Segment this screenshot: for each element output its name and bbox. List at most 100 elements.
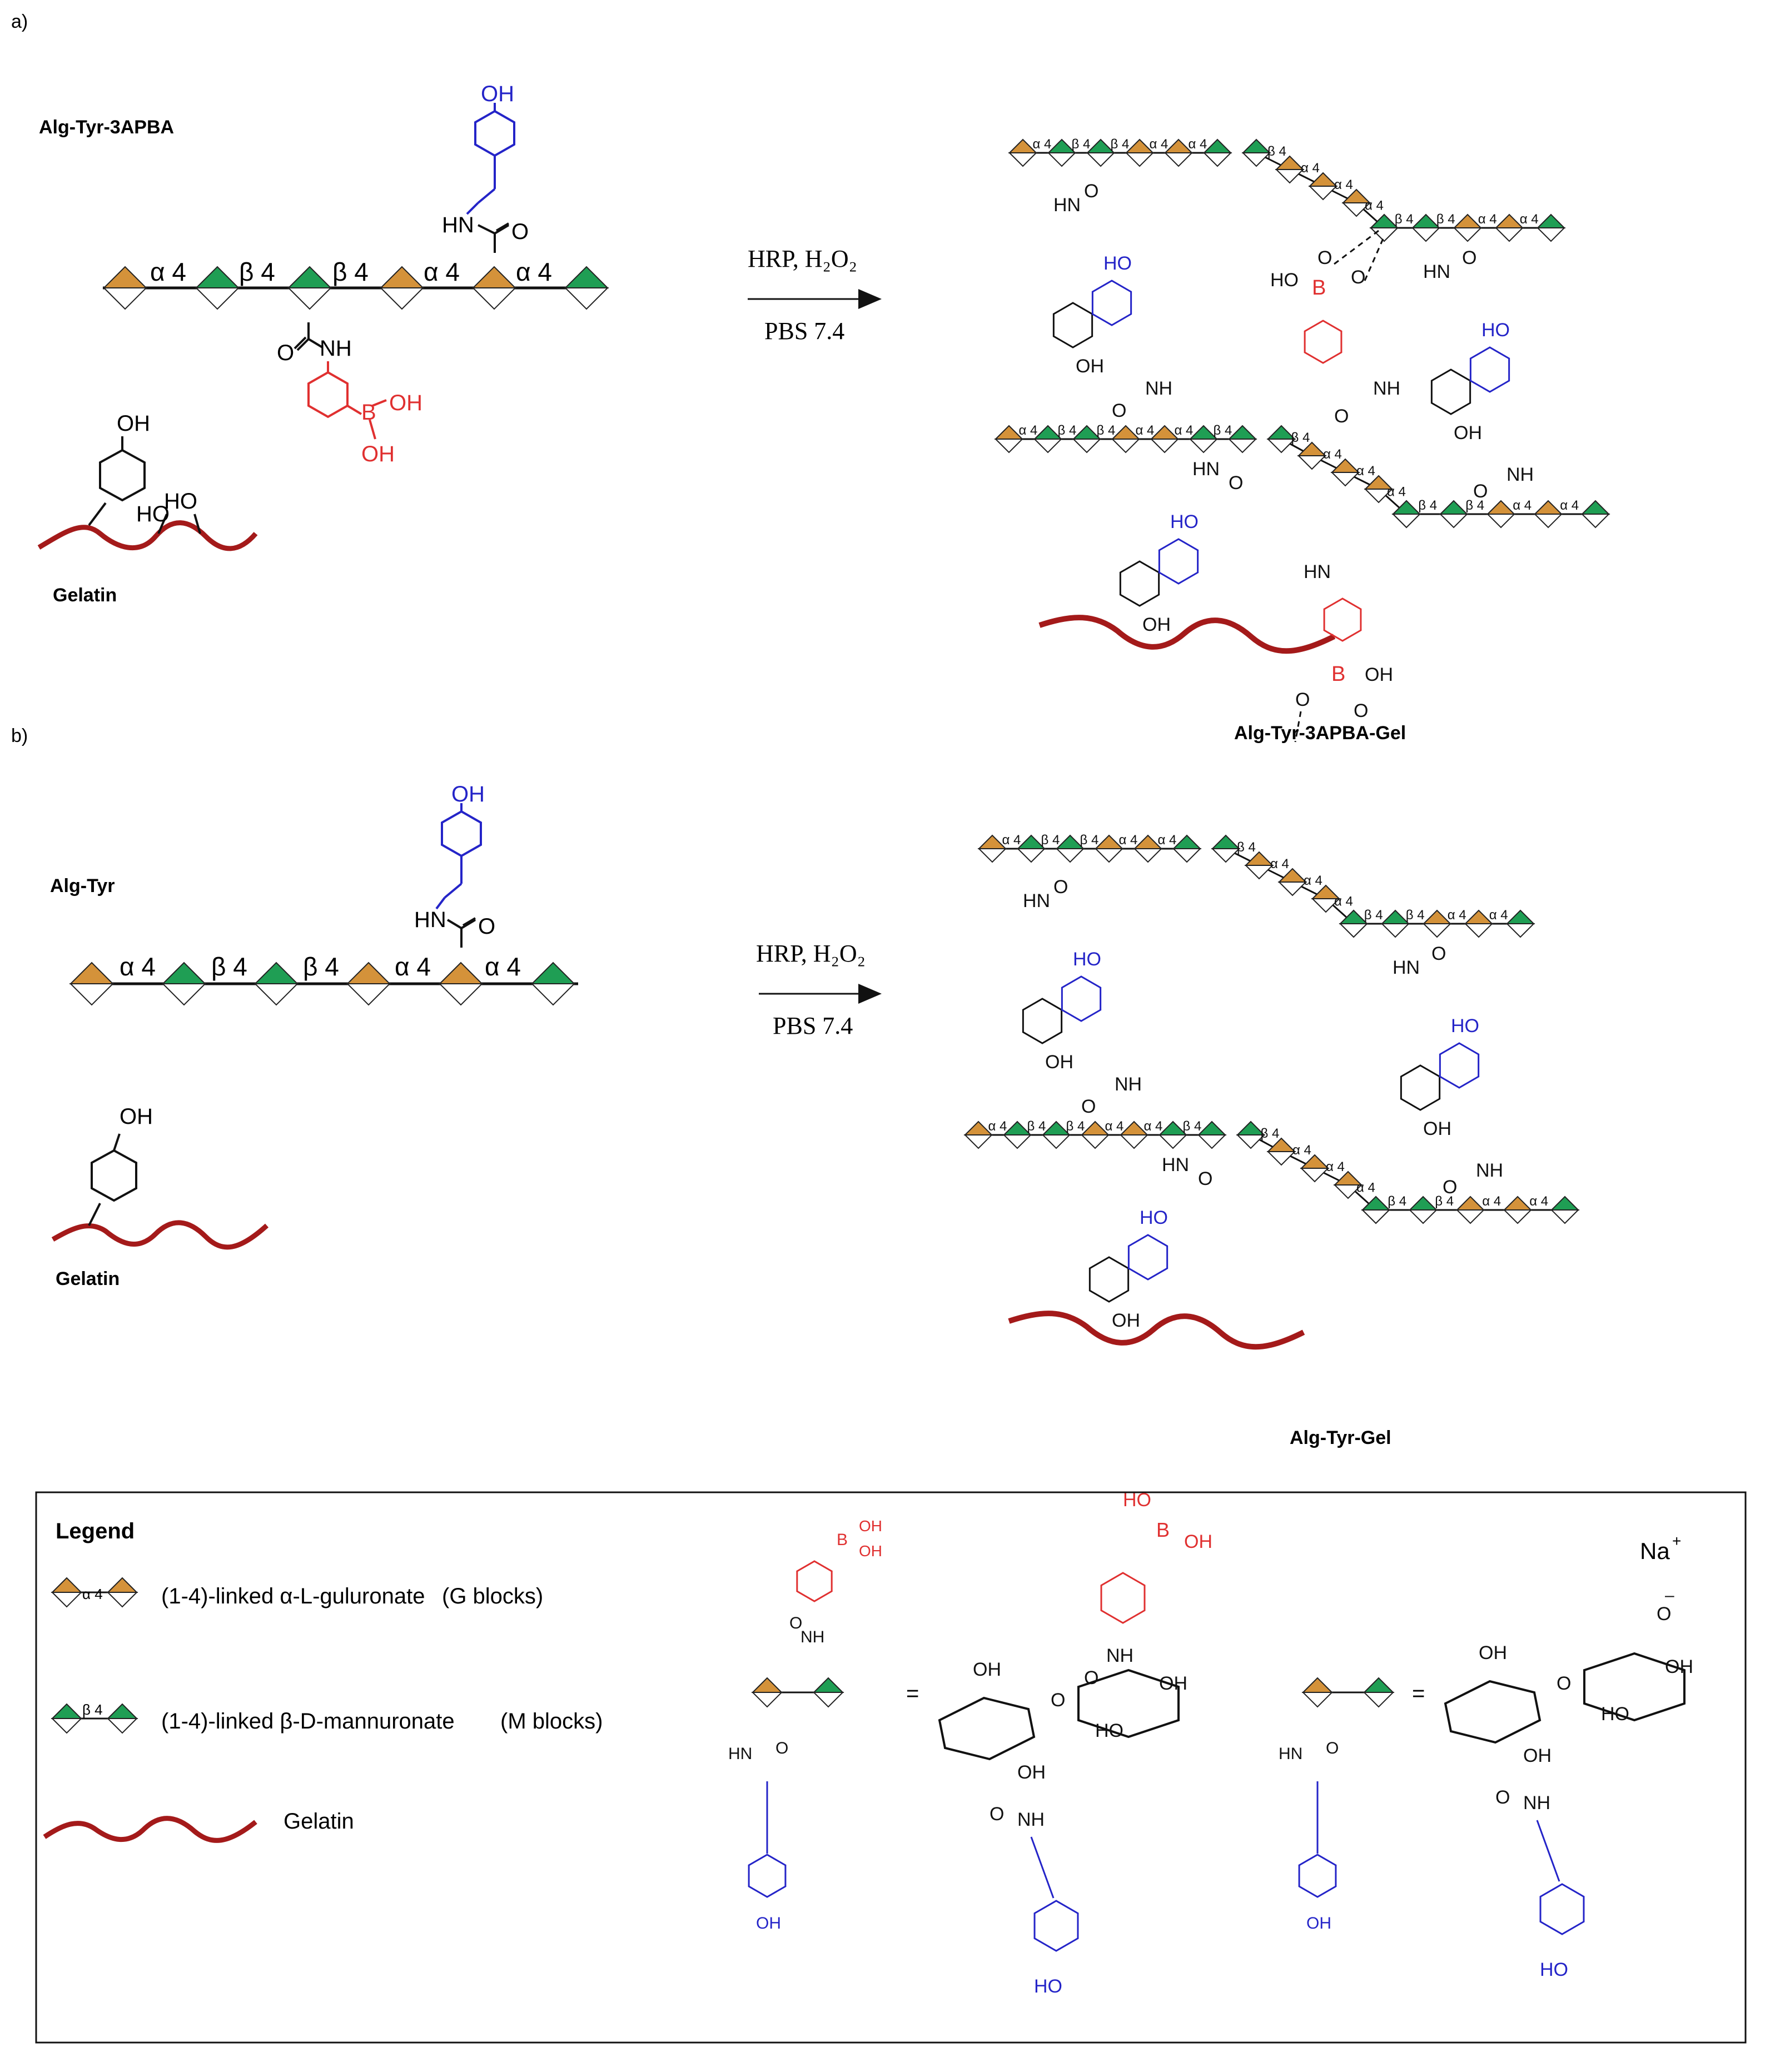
gelatin-phenol-oh: OH bbox=[120, 1104, 153, 1129]
gelatin-diol-ho: HO bbox=[164, 489, 197, 514]
mannuronate-unit bbox=[1002, 1120, 1032, 1149]
guluronate-unit bbox=[1275, 155, 1305, 184]
carbonyl-oxygen: O bbox=[1084, 181, 1098, 202]
carbonyl-oxygen: O bbox=[990, 1804, 1004, 1825]
boron-atom: B bbox=[1312, 276, 1326, 300]
alg-tyr-3apba-label: Alg-Tyr-3APBA bbox=[39, 117, 174, 138]
guluronate-unit bbox=[1008, 138, 1038, 167]
carbonyl-oxygen: O bbox=[1326, 1739, 1339, 1757]
reactant-chain-b: α 4 β 4 β 4 α 4 α 4 bbox=[69, 952, 578, 1006]
guluronate-unit bbox=[1311, 884, 1341, 913]
boronate-oxygen: O bbox=[1317, 247, 1332, 268]
linkage-label: β 4 bbox=[1097, 423, 1116, 438]
phenol-ring bbox=[1127, 1234, 1169, 1281]
mannuronate-unit bbox=[1363, 1677, 1395, 1708]
mannuronate-unit bbox=[1536, 213, 1566, 242]
reactant-chain-a: α 4 β 4 β 4 α 4 α 4 bbox=[102, 257, 609, 310]
linkage-label: β 4 bbox=[1267, 144, 1286, 159]
phenylboronate-ring bbox=[796, 1560, 833, 1602]
linkage-label: α 4 bbox=[1105, 1119, 1124, 1134]
gelatin-strand bbox=[1038, 615, 1336, 654]
mannuronate-unit bbox=[564, 266, 609, 310]
amide-nh: NH bbox=[1115, 1074, 1142, 1095]
glycosidic-oxygen: O bbox=[1051, 1690, 1065, 1711]
phenol-ring bbox=[1158, 538, 1199, 585]
phenol-oh: OH bbox=[1306, 1914, 1331, 1932]
boronate-oxygen: O bbox=[1295, 689, 1310, 710]
chain-b-units bbox=[69, 962, 576, 1006]
gelatin-phenol-a bbox=[88, 436, 201, 534]
guluronate-unit bbox=[1301, 1677, 1334, 1708]
gelatin-label-b: Gelatin bbox=[56, 1268, 120, 1289]
amide-nh: NH bbox=[1476, 1160, 1503, 1181]
carboxylate-charge: – bbox=[1665, 1586, 1674, 1605]
mannuronate-unit bbox=[1361, 1196, 1391, 1224]
boronate-oh: OH bbox=[1365, 664, 1393, 685]
phenol-ring bbox=[1061, 975, 1102, 1022]
phenol-oh: OH bbox=[756, 1914, 781, 1932]
phenol-oh: HO bbox=[1540, 1959, 1568, 1980]
boron-atom: B bbox=[837, 1531, 848, 1549]
legend-m-block-text: (1-4)-linked β-D-mannuronate bbox=[161, 1709, 455, 1734]
amide-nh: HN bbox=[728, 1745, 752, 1763]
linkage-label: β 4 bbox=[1066, 1119, 1085, 1134]
guluronate-unit bbox=[1164, 138, 1194, 167]
carbonyl-oxygen: O bbox=[511, 220, 529, 244]
linkage-label: β 4 bbox=[211, 952, 247, 981]
linkage-label: β 4 bbox=[1418, 498, 1437, 513]
phenol-oh: OH bbox=[1423, 1118, 1451, 1139]
linkage-label: β 4 bbox=[1436, 212, 1455, 227]
pyranose-ring bbox=[938, 1696, 1036, 1761]
product-label-b: Alg-Tyr-Gel bbox=[1290, 1427, 1391, 1448]
linkage-label: β 4 bbox=[1261, 1126, 1280, 1141]
amide-nh: NH bbox=[1145, 378, 1172, 399]
product-label-a: Alg-Tyr-3APBA-Gel bbox=[1234, 723, 1406, 744]
linkage-label: α 4 bbox=[1448, 908, 1466, 923]
mannuronate-unit bbox=[106, 1703, 138, 1734]
linkage-label: α 4 bbox=[1019, 423, 1038, 438]
guluronate-unit bbox=[963, 1120, 993, 1149]
guluronate-unit bbox=[1453, 213, 1483, 242]
phenol-ring bbox=[1088, 1256, 1130, 1303]
linkage-label: α 4 bbox=[1489, 908, 1508, 923]
carbonyl-oxygen: O bbox=[789, 1614, 802, 1632]
mannuronate-unit bbox=[1550, 1196, 1580, 1224]
gelatin-strand-b bbox=[51, 1220, 269, 1250]
boronic-oh: OH bbox=[859, 1542, 882, 1560]
guluronate-unit bbox=[106, 1577, 138, 1608]
boronic-oh: OH bbox=[859, 1517, 882, 1535]
linkage-label: α 4 bbox=[1158, 833, 1177, 848]
guluronate-unit bbox=[1150, 425, 1180, 454]
chain-a-units bbox=[102, 266, 609, 310]
mannuronate-unit bbox=[1241, 138, 1271, 167]
phenol-ring bbox=[1400, 1064, 1441, 1111]
linkage-label: α 4 bbox=[120, 952, 156, 981]
boron-atom: B bbox=[1331, 663, 1345, 686]
linkage-label: α 4 bbox=[988, 1119, 1007, 1134]
linkage-label: α 4 bbox=[395, 952, 431, 981]
guluronate-unit bbox=[1486, 500, 1516, 529]
guluronate-unit bbox=[1503, 1196, 1533, 1224]
amide-nh: HN bbox=[1023, 890, 1050, 912]
guluronate-unit bbox=[1119, 1120, 1149, 1149]
sugar-oh: OH bbox=[1479, 1642, 1507, 1663]
panel-b-tag: b) bbox=[11, 725, 28, 746]
linkage-label: α 4 bbox=[1119, 833, 1138, 848]
tyramine-linker bbox=[1030, 1836, 1055, 1899]
linkage-label: α 4 bbox=[1002, 833, 1021, 848]
boron-atom: B bbox=[361, 400, 376, 425]
mannuronate-unit bbox=[1033, 425, 1063, 454]
linkage-label: α 4 bbox=[1513, 498, 1532, 513]
linkage-label: α 4 bbox=[1387, 485, 1406, 500]
boronic-oh: OH bbox=[361, 442, 395, 466]
linkage-label: α 4 bbox=[1334, 894, 1353, 909]
alg-tyr-label: Alg-Tyr bbox=[50, 875, 115, 896]
carbonyl-oxygen: O bbox=[1081, 1096, 1096, 1117]
amide-nh: NH bbox=[1106, 1645, 1133, 1666]
